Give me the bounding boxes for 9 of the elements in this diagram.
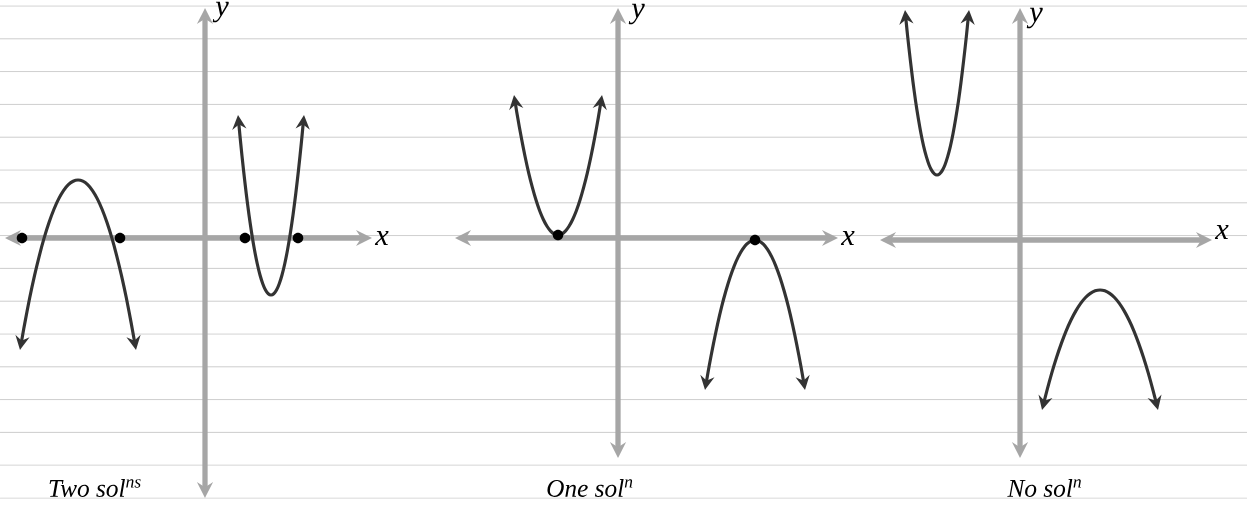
handwritten-label: y bbox=[1026, 7, 1043, 29]
handwritten-label: y bbox=[628, 3, 645, 25]
handwritten-label: y bbox=[212, 1, 229, 23]
handwritten-label: One sol$^{n}$ bbox=[547, 479, 633, 497]
handwritten-label: No sol$^{n}$ bbox=[1007, 479, 1081, 497]
handwritten-label: x bbox=[374, 231, 389, 245]
handwritten-label: Two sol$^{ns}$ bbox=[49, 479, 141, 497]
handwritten-label: x bbox=[840, 231, 855, 245]
handwritten-label: x bbox=[1214, 225, 1229, 239]
